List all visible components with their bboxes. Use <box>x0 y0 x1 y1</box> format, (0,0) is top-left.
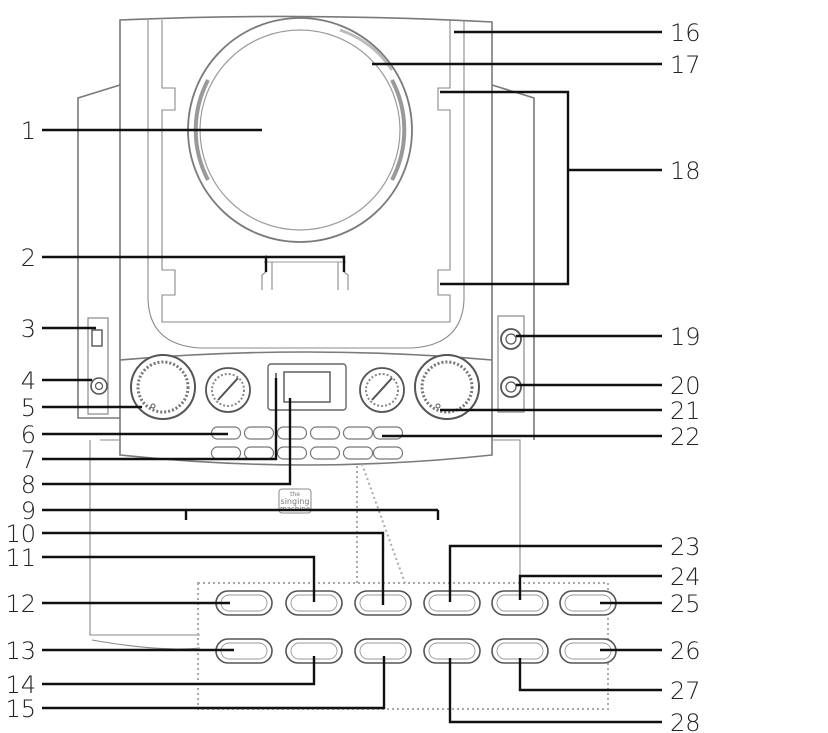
callout-11: 11 <box>5 544 36 572</box>
callout-13: 13 <box>5 637 36 665</box>
panel-button-r1-2 <box>243 426 275 440</box>
callout-22: 22 <box>670 423 701 451</box>
callout-18: 18 <box>670 157 701 185</box>
zoom-button-r2-4-inner <box>428 642 476 660</box>
panel-button-r1-6 <box>372 426 404 440</box>
leader-lines <box>42 30 662 724</box>
callout-25: 25 <box>670 590 701 618</box>
panel-button-r1-3 <box>276 426 308 440</box>
logo-line-2: singing <box>281 497 310 506</box>
callout-14: 14 <box>5 671 36 699</box>
machine-body <box>77 15 535 650</box>
callout-10: 10 <box>5 520 36 548</box>
callout-5: 5 <box>21 394 36 422</box>
right-jack-panel <box>497 315 525 413</box>
callout-8: 8 <box>21 471 36 499</box>
callout-21: 21 <box>670 397 701 425</box>
left-jack-panel <box>87 317 109 415</box>
callout-26: 26 <box>670 637 701 665</box>
callout-24: 24 <box>670 563 701 591</box>
callout-4: 4 <box>21 367 36 395</box>
zoom-indicator <box>197 463 609 710</box>
panel-button-r2-4 <box>309 446 341 460</box>
panel-button-r1-4 <box>309 426 341 440</box>
small-knob-right <box>359 367 405 413</box>
callout-17: 17 <box>670 51 701 79</box>
panel-button-r2-2 <box>243 446 275 460</box>
zoom-button-r1-4 <box>423 590 481 616</box>
callout-27: 27 <box>670 677 701 705</box>
callout-23: 23 <box>670 533 701 561</box>
button-panel-zoomed <box>215 590 617 664</box>
callout-19: 19 <box>670 323 701 351</box>
panel-button-r2-1 <box>210 446 242 460</box>
cd-compartment <box>187 17 413 290</box>
zoom-button-r1-4-inner <box>428 594 476 612</box>
callout-20: 20 <box>670 372 701 400</box>
callout-labels: 1 2 3 4 5 6 7 8 9 10 11 12 13 14 15 16 1… <box>5 19 700 733</box>
small-knob-left <box>205 367 251 413</box>
volume-knob-left <box>130 354 196 420</box>
display-panel <box>267 363 347 411</box>
logo-line-1: the <box>290 491 300 498</box>
callout-16: 16 <box>670 19 701 47</box>
callout-28: 28 <box>670 709 701 733</box>
callout-7: 7 <box>21 446 36 474</box>
panel-button-r2-6 <box>372 446 404 460</box>
panel-buttons <box>210 426 404 460</box>
callout-1: 1 <box>21 117 36 145</box>
callout-3: 3 <box>21 315 36 343</box>
callout-2: 2 <box>21 244 36 272</box>
panel-button-r1-5 <box>342 426 374 440</box>
callout-15: 15 <box>5 695 36 723</box>
callout-6: 6 <box>21 421 36 449</box>
callout-9: 9 <box>21 497 36 525</box>
zoom-button-r2-4 <box>423 638 481 664</box>
panel-button-r2-3 <box>276 446 308 460</box>
panel-button-r2-5 <box>342 446 374 460</box>
volume-knob-right <box>414 354 480 420</box>
callout-12: 12 <box>5 590 36 618</box>
